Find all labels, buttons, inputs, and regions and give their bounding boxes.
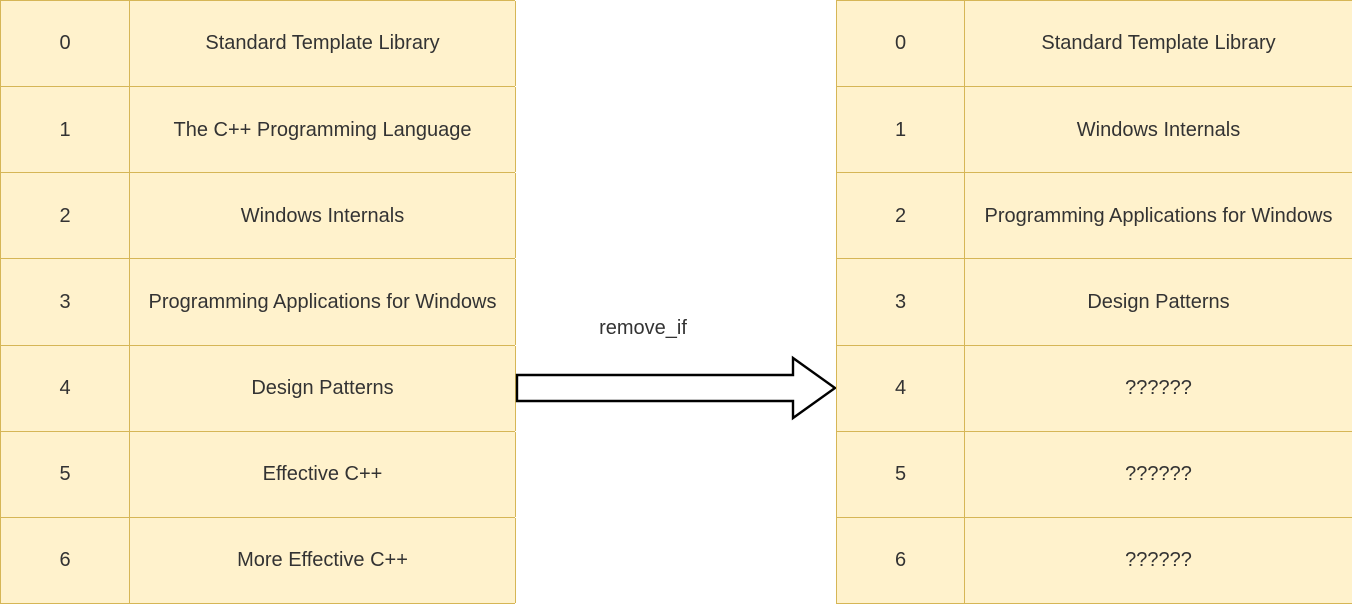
row-index-cell: 0 [836, 1, 965, 87]
table-row: 2 Programming Applications for Windows [836, 172, 1352, 260]
table-row: 0 Standard Template Library [836, 0, 1352, 88]
operation-label: remove_if [599, 317, 687, 339]
row-index-cell: 1 [836, 87, 965, 173]
row-value-cell: ?????? [964, 345, 1352, 431]
row-value-cell: The C++ Programming Language [129, 87, 516, 173]
table-row: 1 The C++ Programming Language [0, 86, 516, 174]
row-index-cell: 6 [836, 517, 965, 603]
table-row: 3 Programming Applications for Windows [0, 258, 516, 346]
row-index-cell: 1 [0, 87, 130, 173]
row-value-cell: ?????? [964, 517, 1352, 603]
table-row: 6 More Effective C++ [0, 516, 516, 604]
row-value-cell: Design Patterns [964, 259, 1352, 345]
row-index-cell: 4 [836, 345, 965, 431]
table-row: 0 Standard Template Library [0, 0, 516, 88]
row-index-cell: 5 [0, 431, 130, 517]
source-container-table: 0 Standard Template Library 1 The C++ Pr… [0, 0, 516, 604]
right-block-arrow-icon [515, 355, 838, 421]
row-value-cell: More Effective C++ [129, 517, 516, 603]
row-value-cell: Standard Template Library [129, 1, 516, 87]
row-index-cell: 5 [836, 431, 965, 517]
row-index-cell: 3 [836, 259, 965, 345]
row-index-cell: 2 [836, 173, 965, 259]
table-row: 3 Design Patterns [836, 258, 1352, 346]
row-value-cell: Programming Applications for Windows [964, 173, 1352, 259]
table-row: 5 Effective C++ [0, 430, 516, 518]
table-row: 5 ?????? [836, 430, 1352, 518]
table-row: 6 ?????? [836, 516, 1352, 604]
row-value-cell: Design Patterns [129, 345, 516, 431]
row-index-cell: 6 [0, 517, 130, 603]
row-value-cell: Programming Applications for Windows [129, 259, 516, 345]
row-value-cell: Windows Internals [129, 173, 516, 259]
row-value-cell: Effective C++ [129, 431, 516, 517]
row-index-cell: 3 [0, 259, 130, 345]
table-row: 4 ?????? [836, 344, 1352, 432]
row-value-cell: ?????? [964, 431, 1352, 517]
table-row: 2 Windows Internals [0, 172, 516, 260]
table-row: 1 Windows Internals [836, 86, 1352, 174]
table-row: 4 Design Patterns [0, 344, 516, 432]
result-container-table: 0 Standard Template Library 1 Windows In… [836, 0, 1352, 604]
row-value-cell: Standard Template Library [964, 1, 1352, 87]
row-index-cell: 2 [0, 173, 130, 259]
row-index-cell: 4 [0, 345, 130, 431]
row-index-cell: 0 [0, 1, 130, 87]
row-value-cell: Windows Internals [964, 87, 1352, 173]
